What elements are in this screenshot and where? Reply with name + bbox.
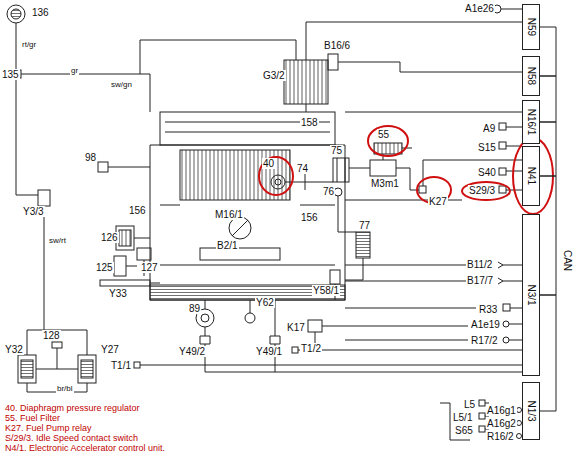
- callout-number: 74: [296, 163, 309, 174]
- control-unit-box: N3/1: [522, 214, 540, 376]
- callout-number: L5: [463, 399, 476, 410]
- unit-code: N1/3: [526, 400, 537, 421]
- callout-number: R17/2: [470, 335, 499, 346]
- callout-number: R16/2: [486, 431, 515, 442]
- unit-code: N59: [526, 18, 537, 36]
- legend-note: 40. Diaphragm pressure regulator: [4, 403, 178, 413]
- callout-number: T1/1: [110, 360, 132, 371]
- callout-number: B2/1: [216, 240, 239, 251]
- control-unit-box: N59: [522, 4, 540, 50]
- legend-note: N4/1. Electronic Accelerator control uni…: [4, 443, 178, 453]
- can-bus-line: [540, 27, 556, 76]
- legend-note: S/29/3. Idle Speed contact switch: [4, 433, 178, 443]
- callout-number: B16/6: [323, 40, 351, 51]
- callout-number: M3m1: [370, 178, 400, 189]
- unit-code: N3/1: [526, 284, 537, 305]
- callout-number: 156: [128, 205, 147, 216]
- control-unit-box: N41: [522, 146, 540, 206]
- callout-number: 40: [262, 158, 275, 169]
- callout-number: 75: [330, 145, 343, 156]
- callout-number: 55: [377, 129, 390, 140]
- control-unit-box: N1/3: [522, 382, 540, 440]
- control-unit-box: N16/1: [522, 100, 540, 144]
- callout-number: K27: [428, 196, 448, 207]
- callout-number: A16g1: [486, 405, 517, 416]
- wire-color-code: sw/gn: [110, 80, 133, 89]
- legend-note: K27. Fuel Pump relay: [4, 423, 178, 433]
- callout-number: S65: [454, 425, 474, 436]
- wire-color-code: br/bl: [56, 384, 74, 393]
- callout-number: A1e26: [464, 3, 495, 14]
- wire-color-code: rt/gr: [21, 40, 37, 49]
- callout-number: S40: [477, 167, 497, 178]
- callout-number: K17: [286, 322, 306, 333]
- wire-color-code: gr: [70, 66, 79, 75]
- legend-note: 55. Fuel Filter: [4, 413, 178, 423]
- unit-code: N41: [526, 167, 537, 185]
- callout-number: Y27: [100, 344, 120, 355]
- callout-number: 158: [300, 117, 319, 128]
- callout-number: Y3/3: [22, 206, 45, 217]
- callout-number: CAN: [562, 249, 573, 272]
- callout-number: M16/1: [214, 209, 244, 220]
- callout-number: 135: [1, 69, 20, 80]
- callout-number: Y49/1: [255, 346, 283, 357]
- callout-number: A1e19: [470, 319, 501, 330]
- callout-number: B11/2: [466, 259, 493, 270]
- callout-number: A16g2: [486, 418, 517, 429]
- unit-code: N16/1: [526, 109, 537, 136]
- callout-number: L5/1: [452, 412, 473, 423]
- can-bus-line: [540, 176, 556, 295]
- control-unit-box: N58: [522, 56, 540, 96]
- callout-number: 76: [322, 186, 335, 197]
- callout-number: S29/3: [468, 185, 496, 196]
- callout-number: 156: [300, 212, 319, 223]
- callout-number: 128: [42, 330, 61, 341]
- callout-number: 77: [358, 220, 371, 231]
- callout-number: 126: [100, 232, 119, 243]
- callout-number: 136: [31, 7, 50, 18]
- callout-number: 98: [84, 152, 97, 163]
- can-bus-line: [540, 295, 556, 411]
- can-bus-line: [540, 122, 556, 176]
- callout-number: B17/7: [466, 275, 494, 286]
- callout-number: 125: [95, 262, 114, 273]
- callout-number: A9: [482, 123, 496, 134]
- callout-number: R33: [478, 304, 498, 315]
- callout-number: Y32: [4, 344, 24, 355]
- callout-number: T1/2: [300, 343, 322, 354]
- wire-color-code: sw/rt: [48, 236, 67, 245]
- callout-number: Y33: [108, 288, 128, 299]
- callout-number: Y62: [255, 297, 275, 308]
- can-bus-line: [540, 76, 556, 122]
- callout-number: G3/2: [262, 70, 286, 81]
- callout-number: 89: [188, 303, 201, 314]
- unit-code: N58: [526, 67, 537, 85]
- callout-number: 127: [140, 262, 159, 273]
- callout-number: Y58/1: [312, 285, 340, 296]
- callout-number: Y49/2: [178, 346, 206, 357]
- callout-number: S15: [477, 142, 497, 153]
